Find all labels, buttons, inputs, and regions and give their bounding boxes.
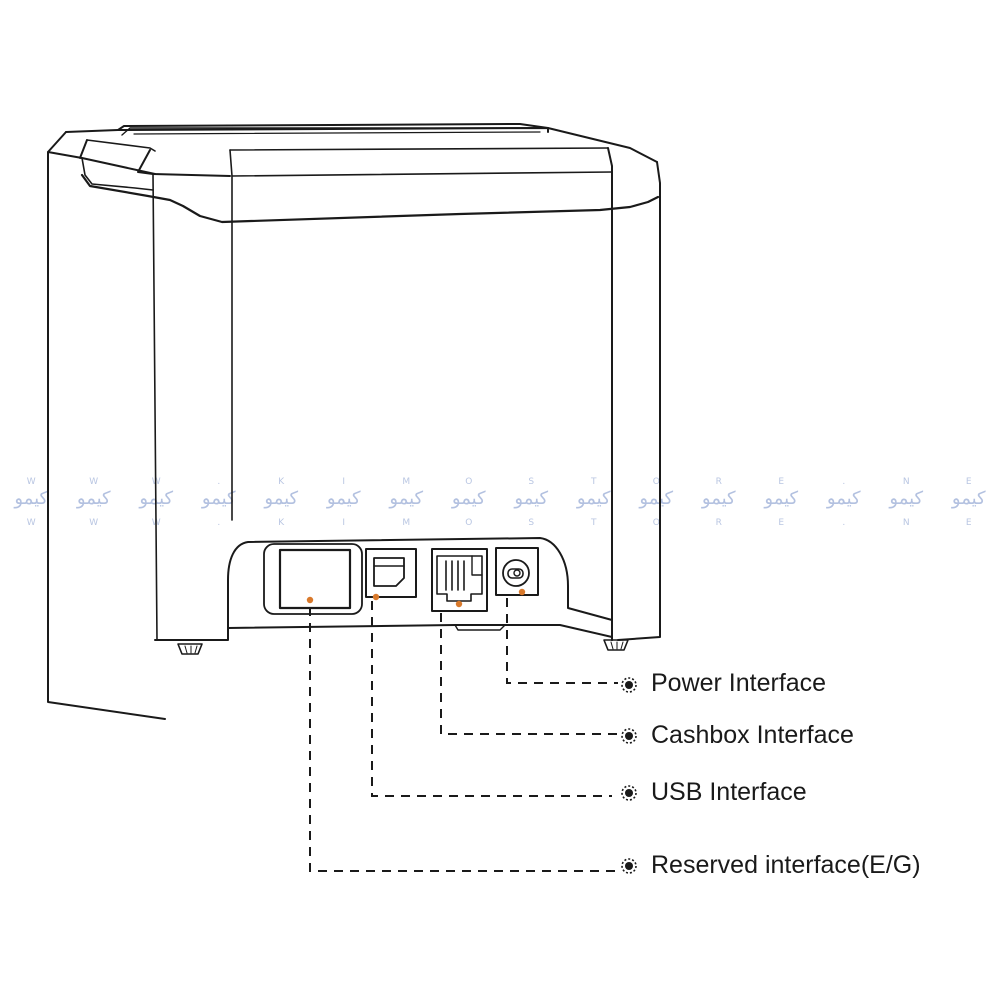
bullet-icon-power xyxy=(621,677,637,693)
bullet-icon-cashbox xyxy=(621,728,637,744)
port-markers xyxy=(306,588,526,608)
label-power-interface: Power Interface xyxy=(651,669,827,697)
printer-body xyxy=(47,123,661,720)
callout-bullets xyxy=(621,677,637,874)
rear-port-panel xyxy=(154,537,613,641)
label-usb-interface: USB Interface xyxy=(651,778,807,806)
leader-cashbox xyxy=(440,613,618,735)
leader-reserved xyxy=(309,607,618,872)
leader-power xyxy=(506,598,618,684)
label-cashbox-interface: Cashbox Interface xyxy=(651,721,854,749)
printer-feet xyxy=(177,639,629,655)
label-reserved-interface: Reserved interface(E/G) xyxy=(651,851,921,879)
bullet-icon-reserved xyxy=(621,858,637,874)
bullet-icon-usb xyxy=(621,785,637,801)
leader-usb xyxy=(371,601,612,797)
leader-lines xyxy=(309,598,618,872)
